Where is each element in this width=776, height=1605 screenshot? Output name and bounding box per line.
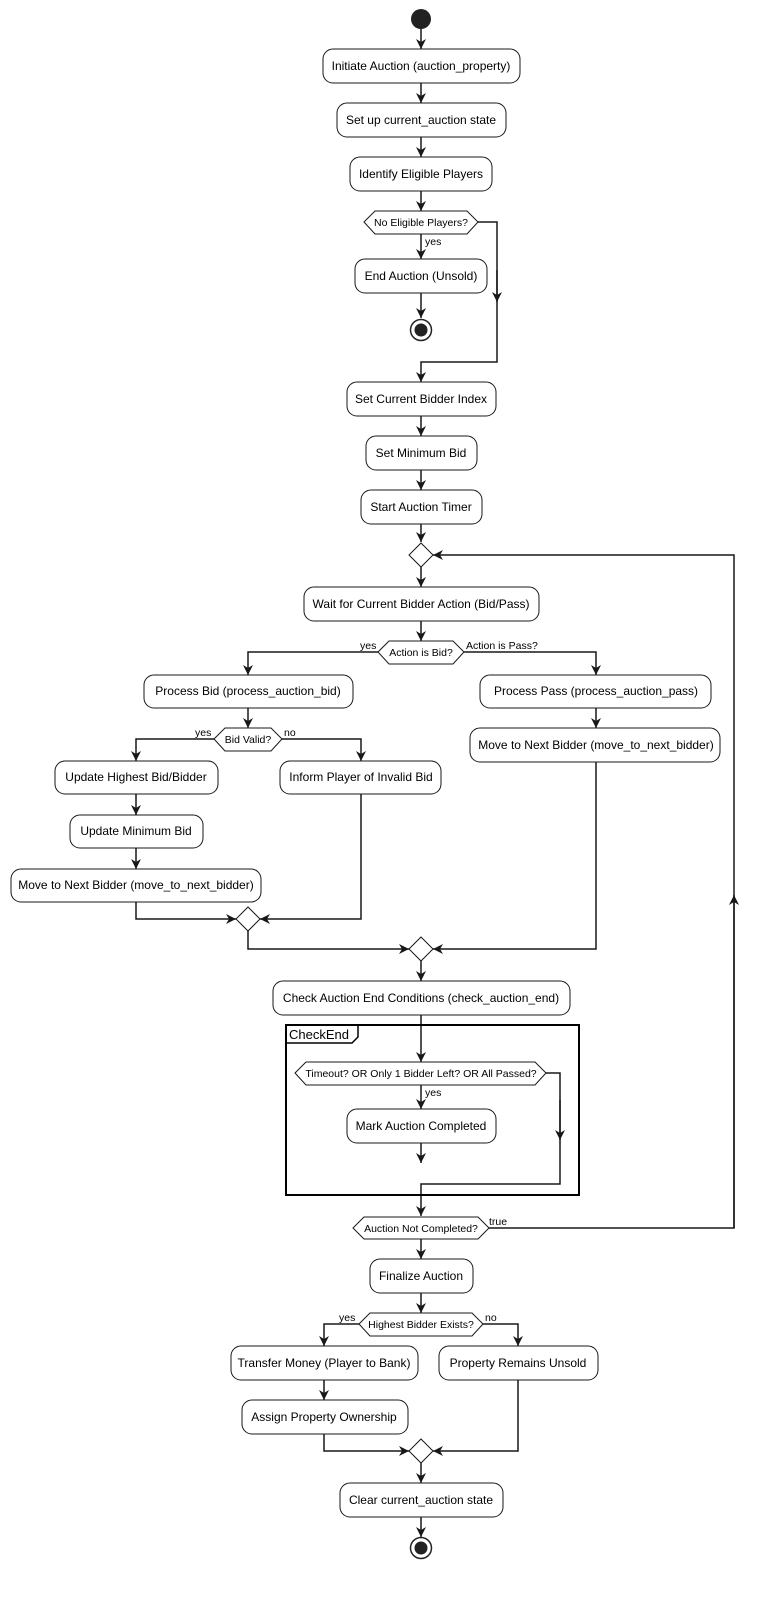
action-initiate-auction-text: Initiate Auction (auction_property) xyxy=(332,59,511,73)
decision-bid-valid-text: Bid Valid? xyxy=(225,734,272,746)
decision-highest-exists: Highest Bidder Exists? xyxy=(358,1312,484,1337)
label-eligible-yes: yes xyxy=(425,236,441,248)
start-node xyxy=(411,9,431,29)
action-start-timer-text: Start Auction Timer xyxy=(370,500,471,514)
action-move-next-right: Move to Next Bidder (move_to_next_bidder… xyxy=(469,727,721,763)
action-remains-unsold-text: Property Remains Unsold xyxy=(450,1356,587,1370)
decision-bid-valid: Bid Valid? xyxy=(213,727,283,752)
action-clear-state: Clear current_auction state xyxy=(339,1482,504,1518)
action-inform-invalid: Inform Player of Invalid Bid xyxy=(279,760,442,795)
action-check-end-text: Check Auction End Conditions (check_auct… xyxy=(283,991,559,1005)
action-setup-state: Set up current_auction state xyxy=(336,102,507,138)
action-transfer-money-text: Transfer Money (Player to Bank) xyxy=(238,1356,411,1370)
action-transfer-money: Transfer Money (Player to Bank) xyxy=(230,1345,419,1381)
decision-end-condition-text: Timeout? OR Only 1 Bidder Left? OR All P… xyxy=(305,1068,536,1080)
action-setup-state-text: Set up current_auction state xyxy=(346,113,496,127)
decision-action-is-bid: Action is Bid? xyxy=(377,640,465,665)
action-wait-action: Wait for Current Bidder Action (Bid/Pass… xyxy=(303,586,540,622)
decision-end-condition: Timeout? OR Only 1 Bidder Left? OR All P… xyxy=(294,1061,547,1086)
label-action-yes: yes xyxy=(360,640,376,652)
action-remains-unsold: Property Remains Unsold xyxy=(438,1345,599,1381)
label-loop-true: true xyxy=(489,1216,507,1228)
label-highest-no: no xyxy=(485,1312,497,1324)
decision-no-eligible-players: No Eligible Players? xyxy=(363,210,479,235)
action-finalize-text: Finalize Auction xyxy=(379,1269,463,1283)
action-update-highest-text: Update Highest Bid/Bidder xyxy=(65,770,206,784)
action-inform-invalid-text: Inform Player of Invalid Bid xyxy=(289,770,432,784)
action-check-end: Check Auction End Conditions (check_auct… xyxy=(272,980,571,1016)
action-identify-players-text: Identify Eligible Players xyxy=(359,167,483,181)
action-end-unsold: End Auction (Unsold) xyxy=(354,258,488,294)
action-merge-diamond xyxy=(408,936,434,962)
checkend-frame-label: CheckEnd xyxy=(289,1027,349,1042)
action-initiate-auction: Initiate Auction (auction_property) xyxy=(322,48,521,84)
action-start-timer: Start Auction Timer xyxy=(360,489,483,525)
action-move-next-left-text: Move to Next Bidder (move_to_next_bidder… xyxy=(18,878,253,892)
decision-highest-exists-text: Highest Bidder Exists? xyxy=(368,1319,474,1331)
action-set-min-bid-text: Set Minimum Bid xyxy=(376,446,467,460)
action-update-min-bid: Update Minimum Bid xyxy=(69,814,204,849)
decision-not-completed-text: Auction Not Completed? xyxy=(364,1223,478,1235)
action-set-bidder-index-text: Set Current Bidder Index xyxy=(355,392,487,406)
label-action-pass: Action is Pass? xyxy=(466,640,538,652)
decision-not-completed: Auction Not Completed? xyxy=(352,1216,490,1240)
bid-merge-diamond xyxy=(235,906,261,932)
action-identify-players: Identify Eligible Players xyxy=(349,156,493,192)
action-update-highest: Update Highest Bid/Bidder xyxy=(54,760,219,795)
decision-no-eligible-players-text: No Eligible Players? xyxy=(374,217,468,229)
action-process-pass: Process Pass (process_auction_pass) xyxy=(479,674,712,709)
label-bid-yes: yes xyxy=(195,727,211,739)
action-end-unsold-text: End Auction (Unsold) xyxy=(365,269,478,283)
label-bid-no: no xyxy=(284,727,296,739)
loop-merge-diamond xyxy=(408,542,434,568)
action-process-bid-text: Process Bid (process_auction_bid) xyxy=(155,684,340,698)
action-update-min-bid-text: Update Minimum Bid xyxy=(80,824,191,838)
action-process-bid: Process Bid (process_auction_bid) xyxy=(143,674,354,709)
checkend-frame: CheckEnd xyxy=(285,1024,580,1196)
label-end-yes: yes xyxy=(425,1087,441,1099)
end-node-unsold xyxy=(409,318,433,342)
action-set-bidder-index: Set Current Bidder Index xyxy=(346,381,497,417)
action-mark-completed-text: Mark Auction Completed xyxy=(356,1119,487,1133)
action-process-pass-text: Process Pass (process_auction_pass) xyxy=(494,684,698,698)
label-highest-yes: yes xyxy=(339,1312,355,1324)
action-assign-property: Assign Property Ownership xyxy=(241,1399,409,1435)
action-move-next-left: Move to Next Bidder (move_to_next_bidder… xyxy=(10,868,262,903)
action-move-next-right-text: Move to Next Bidder (move_to_next_bidder… xyxy=(478,738,713,752)
end-node-final xyxy=(409,1536,433,1560)
action-set-min-bid: Set Minimum Bid xyxy=(365,435,478,471)
action-clear-state-text: Clear current_auction state xyxy=(349,1493,493,1507)
action-wait-action-text: Wait for Current Bidder Action (Bid/Pass… xyxy=(313,597,530,611)
final-merge-diamond xyxy=(408,1438,434,1464)
action-finalize: Finalize Auction xyxy=(369,1258,474,1294)
action-mark-completed: Mark Auction Completed xyxy=(346,1108,497,1144)
edges xyxy=(131,29,739,1537)
decision-action-is-bid-text: Action is Bid? xyxy=(389,647,453,659)
action-assign-property-text: Assign Property Ownership xyxy=(251,1410,397,1424)
